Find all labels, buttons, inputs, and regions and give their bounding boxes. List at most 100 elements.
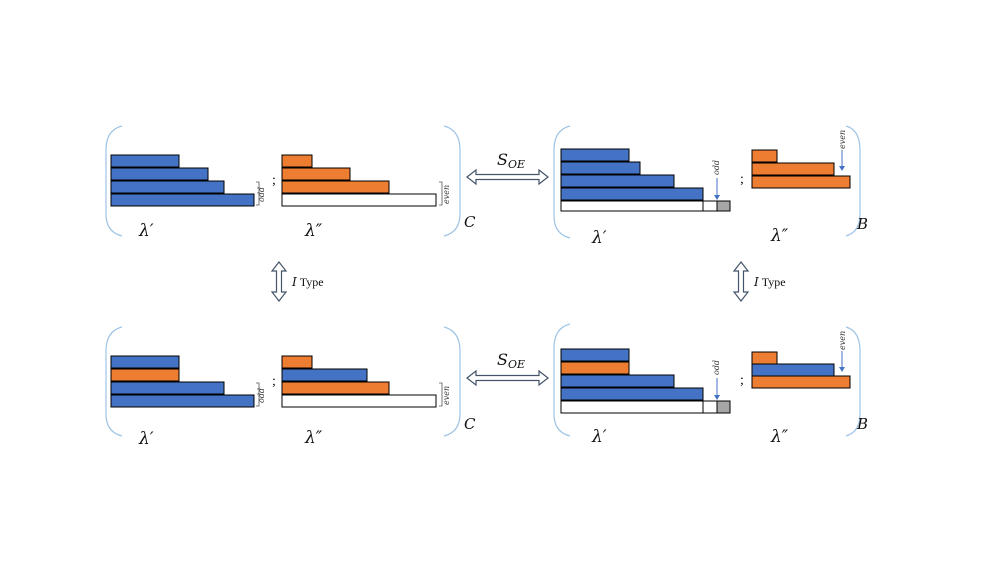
row-bar (560, 174, 675, 188)
lambda-double-prime-diagram (751, 351, 851, 389)
type-text: Type (762, 275, 786, 289)
type-label: B (856, 415, 868, 433)
extra-white-box (702, 400, 718, 414)
even-brace (439, 181, 443, 206)
left-bracket (553, 323, 571, 437)
row-bar (281, 368, 368, 382)
type-label: C (464, 415, 476, 433)
s-oe-main: S (497, 350, 508, 369)
row-bar (110, 381, 225, 395)
lambda-double-prime-label: λ″ (770, 226, 789, 246)
row-bar (560, 374, 675, 388)
type-label: B (856, 215, 868, 233)
row-bar (560, 348, 630, 362)
even-label: even (838, 130, 847, 149)
type-text: Type (300, 275, 324, 289)
row-bar (110, 167, 209, 181)
row-bar (560, 161, 641, 175)
row-bar (110, 394, 255, 408)
odd-label: odd (257, 388, 266, 403)
right-bracket (443, 326, 461, 437)
extra-gray-box (716, 200, 731, 212)
odd-pointer-head (714, 195, 720, 200)
s-oe-sub: OE (508, 158, 525, 171)
even-label: even (442, 386, 451, 405)
s-oe-sub: OE (508, 358, 525, 371)
double-arrow-shape (466, 369, 549, 387)
s-oe-label: SOE (497, 150, 525, 171)
odd-pointer-head (714, 395, 720, 400)
separator: ; (740, 373, 744, 388)
row-bar (110, 193, 255, 207)
row-bar (281, 180, 390, 194)
row-bar (560, 200, 704, 212)
panel-top-right: odd ; even λ′ λ″ B (553, 125, 868, 248)
row-bar (281, 355, 313, 369)
row-bar (281, 193, 437, 207)
row-bar (560, 361, 630, 375)
left-bracket (105, 326, 123, 437)
lambda-double-prime-label: λ″ (304, 221, 323, 241)
panel-top-left: odd ; even λ′ λ″ C (105, 125, 476, 241)
vertical-double-arrow-shape (732, 261, 750, 302)
row-bar (281, 394, 437, 408)
even-label: even (838, 331, 847, 350)
row-bar (560, 187, 704, 201)
lambda-double-prime-diagram (281, 154, 437, 207)
extra-gray-box (716, 400, 731, 414)
separator: ; (272, 374, 276, 389)
row-bar (560, 400, 704, 414)
i-italic: I (291, 275, 297, 289)
row-bar (751, 363, 835, 377)
lambda-double-prime-diagram (751, 149, 851, 189)
even-label: even (442, 185, 451, 204)
row-bar (751, 149, 778, 163)
row-bar (281, 154, 313, 168)
left-bracket (105, 125, 123, 237)
lambda-double-prime-diagram (281, 355, 437, 408)
separator: ; (740, 172, 744, 187)
row-bar (751, 162, 835, 176)
lambda-double-prime-label: λ″ (770, 427, 789, 447)
panel-bottom-right: odd ; even λ′ λ″ B (553, 323, 868, 447)
lambda-prime-diagram (110, 355, 255, 408)
right-bracket (845, 326, 861, 437)
s-oe-arrow-top: SOE (466, 150, 549, 186)
s-oe-label: SOE (497, 350, 525, 371)
extra-white-box (702, 200, 718, 212)
lambda-prime-diagram (560, 148, 731, 212)
left-bracket (553, 125, 571, 239)
row-bar (110, 180, 225, 194)
i-italic: I (753, 275, 759, 289)
vertical-double-arrow-shape (270, 261, 288, 302)
lambda-prime-diagram (110, 154, 255, 207)
s-oe-arrow-bottom: SOE (466, 350, 549, 387)
odd-label: odd (257, 187, 266, 202)
right-bracket (443, 125, 461, 237)
odd-brace (256, 382, 260, 407)
row-bar (110, 154, 180, 168)
even-pointer-head (839, 367, 845, 372)
panel-bottom-left: odd ; even λ′ λ″ C (105, 326, 476, 449)
row-bar (110, 355, 180, 369)
row-bar (281, 381, 390, 395)
right-bracket (845, 125, 861, 237)
lambda-prime-diagram (560, 348, 731, 414)
row-bar (751, 351, 778, 365)
separator: ; (272, 173, 276, 188)
odd-label: odd (712, 160, 721, 175)
lambda-prime-label: λ′ (138, 221, 154, 241)
s-oe-main: S (497, 150, 508, 169)
odd-label: odd (712, 360, 721, 375)
row-bar (751, 175, 851, 189)
row-bar (281, 167, 351, 181)
even-brace (439, 382, 443, 407)
lambda-double-prime-label: λ″ (304, 428, 323, 448)
type-label: C (464, 213, 476, 231)
lambda-prime-label: λ′ (591, 427, 607, 447)
